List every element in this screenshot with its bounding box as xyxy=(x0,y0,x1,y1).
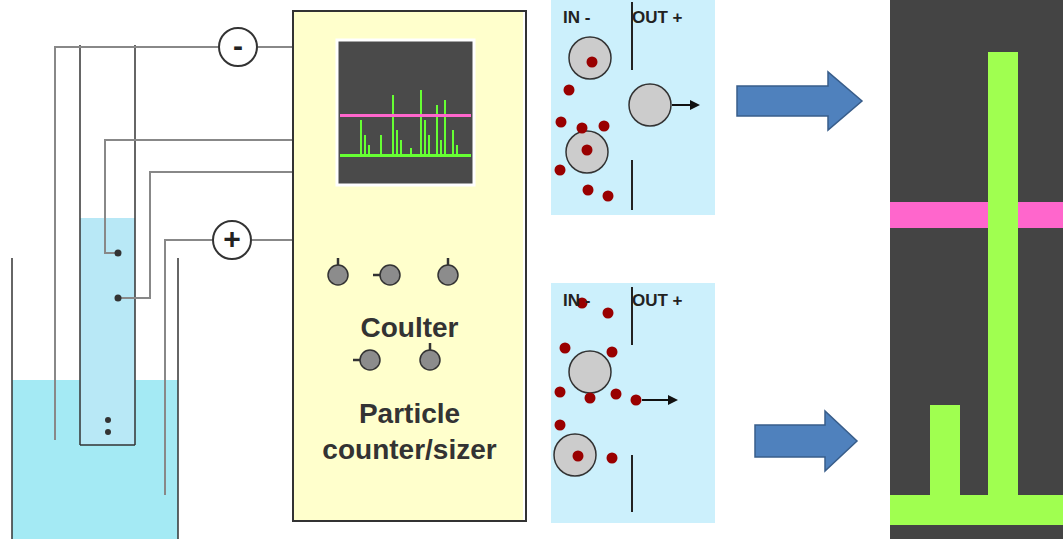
beaker-wall xyxy=(177,258,179,539)
wire-connector xyxy=(252,239,292,241)
instrument-panel xyxy=(292,10,523,522)
small-particle xyxy=(560,343,571,354)
small-particle xyxy=(603,191,614,202)
scope-peak xyxy=(380,135,382,155)
aperture-panel: IN -OUT + xyxy=(551,0,715,215)
sense-wire xyxy=(118,172,292,298)
small-particle xyxy=(555,420,566,431)
block-arrow xyxy=(755,411,857,471)
outlet-label: OUT + xyxy=(632,291,683,311)
scope-peak xyxy=(456,145,458,155)
instrument-name: Coulter xyxy=(294,310,525,346)
result-screen xyxy=(890,0,1063,539)
motion-arrow xyxy=(642,399,668,401)
contact-dot xyxy=(115,250,122,257)
aperture-panel: IN -OUT + xyxy=(551,283,715,523)
tube-wall xyxy=(79,45,81,445)
scope-peak xyxy=(424,120,426,155)
aperture-panel xyxy=(551,283,715,523)
cell-particle xyxy=(569,351,611,393)
scope-peak xyxy=(368,145,370,155)
motion-arrow xyxy=(672,104,690,106)
small-particle xyxy=(585,393,596,404)
knob xyxy=(360,350,380,370)
small-particle xyxy=(607,347,618,358)
aperture-wall xyxy=(631,160,633,210)
small-pulse-bar xyxy=(930,405,960,505)
instrument-box: CoulterParticle counter/sizer xyxy=(292,10,527,522)
scope-peak xyxy=(436,105,438,155)
small-particle xyxy=(573,451,584,462)
aperture-panel xyxy=(551,0,715,215)
knob xyxy=(380,265,400,285)
tube-wall xyxy=(134,45,136,445)
electrode-wire xyxy=(165,240,212,495)
electrode-wire xyxy=(55,47,218,440)
small-particle xyxy=(583,185,594,196)
inlet-label: IN - xyxy=(563,291,632,311)
scope-peak xyxy=(364,135,366,155)
knob xyxy=(438,265,458,285)
scope-peak xyxy=(420,90,422,155)
small-particle xyxy=(603,308,614,319)
knob xyxy=(328,265,348,285)
scope-peaks xyxy=(360,90,458,155)
small-particle xyxy=(564,85,575,96)
scope-baseline xyxy=(340,154,471,157)
cell-particle xyxy=(554,434,596,476)
scope-peak xyxy=(360,120,362,155)
scope-screen xyxy=(337,40,474,185)
scope-peak xyxy=(396,130,398,155)
result-baseline xyxy=(890,495,1063,525)
scope-peak xyxy=(400,140,402,155)
cell-particle xyxy=(569,37,611,79)
scope-peak xyxy=(452,130,454,155)
outlet-label: OUT + xyxy=(632,8,683,28)
beaker-wall xyxy=(11,258,13,539)
contact-dot xyxy=(115,295,122,302)
tube-bottom xyxy=(80,444,135,446)
scope-peak xyxy=(392,95,394,155)
polarity-sign: - xyxy=(233,31,243,61)
terminal-circle: - xyxy=(218,27,258,67)
aperture xyxy=(105,417,111,423)
scope-peak xyxy=(440,140,442,155)
small-particle xyxy=(611,389,622,400)
small-particle xyxy=(582,145,593,156)
large-pulse-bar xyxy=(988,52,1018,505)
motion-arrowhead xyxy=(690,100,700,110)
threshold-line xyxy=(340,114,471,117)
small-particle xyxy=(577,123,588,134)
sense-wire xyxy=(105,140,292,253)
threshold-band xyxy=(890,202,1063,228)
small-particle xyxy=(555,387,566,398)
aperture-wall xyxy=(631,455,633,512)
motion-arrowhead xyxy=(668,395,678,405)
terminal-circle: + xyxy=(212,220,252,260)
cell-particle xyxy=(566,131,608,173)
particles xyxy=(554,37,700,476)
small-particle xyxy=(607,453,618,464)
polarity-sign: + xyxy=(223,224,241,254)
small-particle xyxy=(599,121,610,132)
wire-connector xyxy=(258,46,292,48)
small-particle xyxy=(587,57,598,68)
small-particle xyxy=(556,117,567,128)
scope-peak xyxy=(428,135,430,155)
block-arrow xyxy=(737,72,862,130)
knob xyxy=(420,350,440,370)
aperture xyxy=(105,429,111,435)
instrument-subtitle: Particle counter/sizer xyxy=(302,396,517,468)
small-particle xyxy=(631,395,642,406)
small-particle xyxy=(555,165,566,176)
inlet-label: IN - xyxy=(563,8,632,28)
cell-particle xyxy=(629,84,671,126)
scope-peak xyxy=(410,148,412,155)
scope-peak xyxy=(444,100,446,155)
